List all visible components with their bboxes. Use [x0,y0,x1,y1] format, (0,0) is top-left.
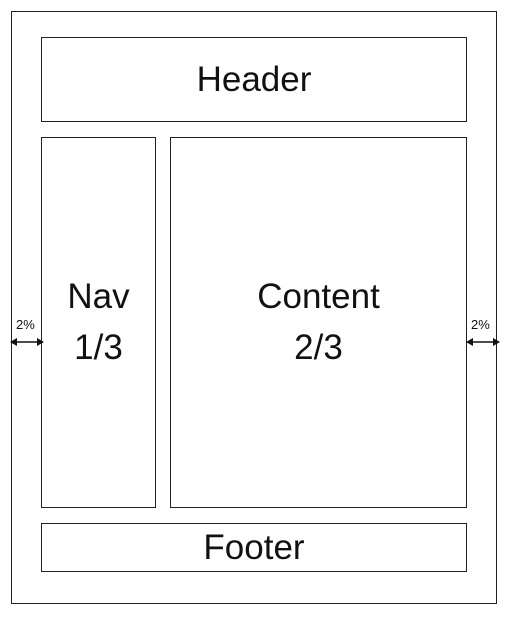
left-margin-label: 2% [16,317,35,332]
right-margin-arrow-icon [466,338,500,346]
header-label: Header [196,59,312,99]
right-margin-label: 2% [471,317,490,332]
header-box: Header [41,37,467,122]
nav-label: Nav [67,276,130,316]
content-box: Content 2/3 [170,137,467,508]
nav-box: Nav 1/3 [41,137,156,508]
content-fraction: 2/3 [294,327,343,367]
content-label: Content [257,276,380,316]
footer-label: Footer [203,527,305,567]
left-margin-arrow-icon [10,338,44,346]
nav-label-stack: Nav 1/3 [67,272,129,374]
nav-fraction: 1/3 [74,327,123,367]
footer-box: Footer [41,523,467,572]
layout-frame [11,11,497,604]
content-label-stack: Content 2/3 [257,272,380,374]
